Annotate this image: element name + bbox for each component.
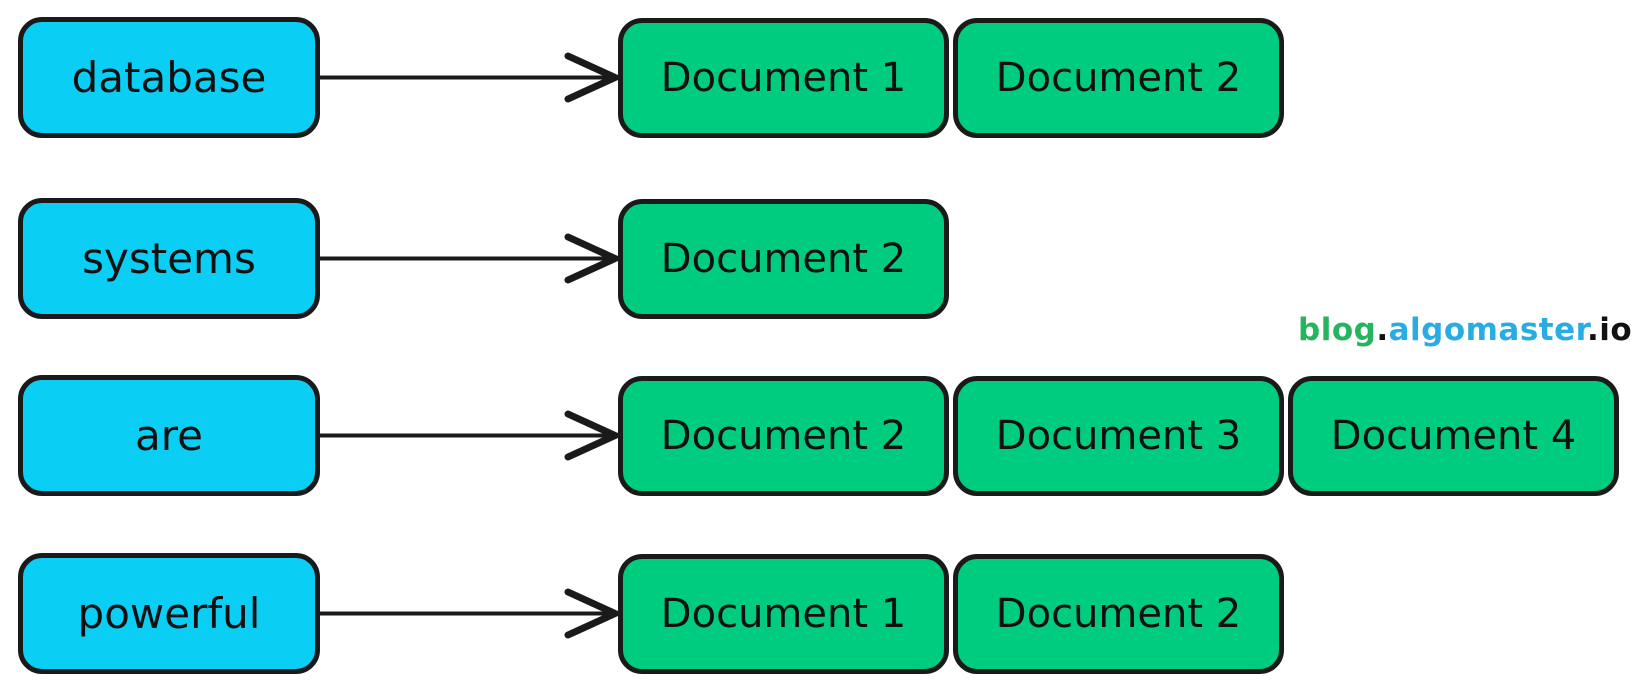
term-box: powerful — [18, 553, 320, 674]
arrow-icon — [320, 410, 618, 461]
watermark-dot: . — [1587, 312, 1600, 348]
document-box: Document 1 — [618, 553, 949, 674]
index-row: systems Document 2 — [18, 198, 949, 319]
document-box: Document 2 — [618, 375, 949, 496]
term-box: are — [18, 375, 320, 496]
watermark-blog: blog — [1298, 312, 1377, 348]
document-box: Document 4 — [1288, 375, 1619, 496]
term-box: systems — [18, 198, 320, 319]
arrow-icon — [320, 233, 618, 284]
document-box: Document 3 — [953, 375, 1284, 496]
watermark-io: io — [1599, 312, 1633, 348]
document-list: Document 2 — [618, 198, 949, 319]
document-box: Document 1 — [618, 17, 949, 138]
arrow-icon — [320, 588, 618, 639]
document-box: Document 2 — [618, 198, 949, 319]
watermark: blog.algomaster.io — [1298, 312, 1632, 348]
arrow-icon — [320, 52, 618, 103]
document-box: Document 2 — [953, 17, 1284, 138]
watermark-dot: . — [1376, 312, 1389, 348]
watermark-algomaster: algomaster — [1388, 312, 1588, 348]
term-box: database — [18, 17, 320, 138]
document-box: Document 2 — [953, 553, 1284, 674]
